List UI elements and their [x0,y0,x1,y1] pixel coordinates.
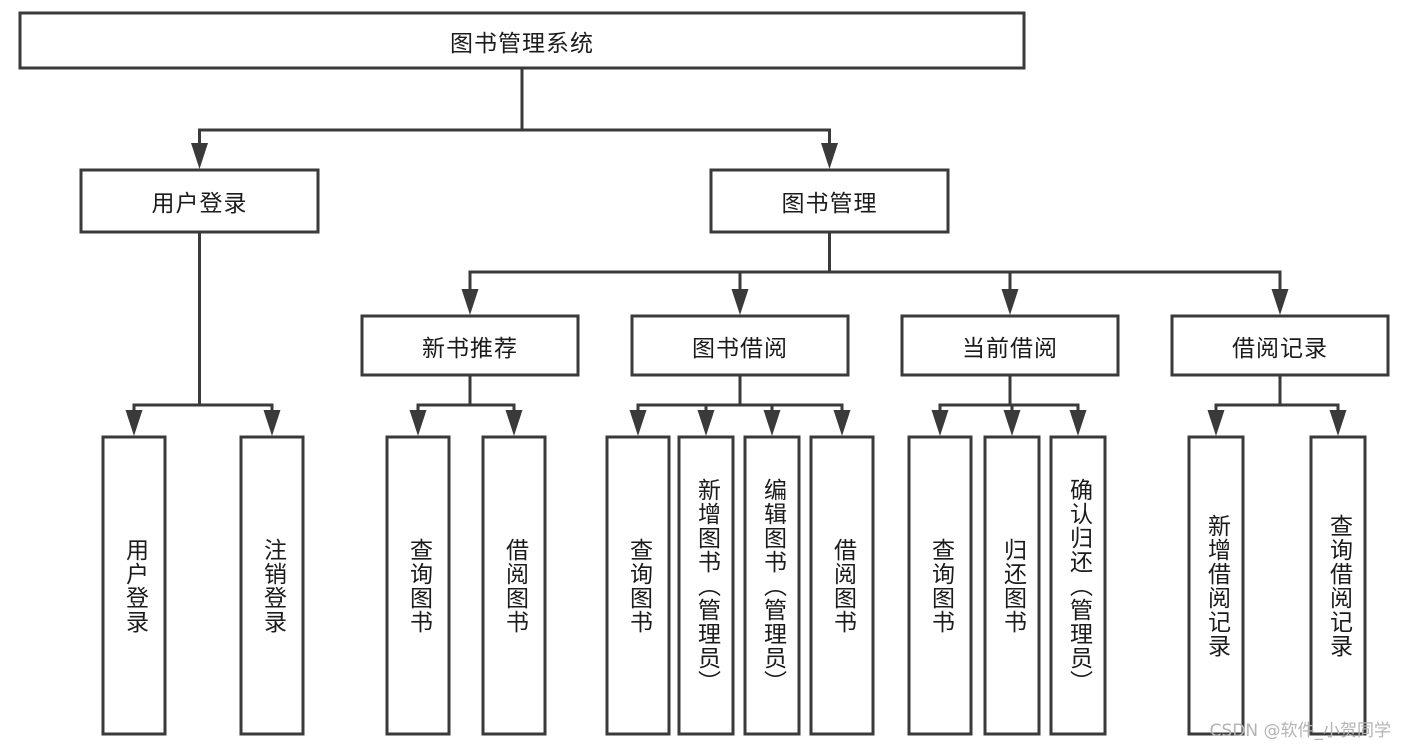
node-box-leaf-user-login[interactable] [101,435,167,736]
node-box-new-book-rec[interactable] [360,314,580,377]
node-box-leaf-return-book[interactable] [983,435,1041,736]
node-box-leaf-add-book[interactable] [677,435,735,736]
node-box-leaf-add-record[interactable] [1187,435,1245,736]
node-box-leaf-user-logout[interactable] [239,435,305,736]
node-box-user-login[interactable] [79,168,320,234]
node-box-leaf-query-record[interactable] [1309,435,1367,736]
node-box-leaf-borrow-book-1[interactable] [481,435,547,736]
node-box-book-manage[interactable] [709,168,950,234]
node-box-leaf-query-book-3[interactable] [907,435,973,736]
node-box-current-borrow[interactable] [900,314,1120,377]
node-box-leaf-query-book-1[interactable] [385,435,451,736]
node-box-leaf-edit-book[interactable] [743,435,801,736]
node-box-leaf-query-book-2[interactable] [605,435,671,736]
node-box-borrow-record[interactable] [1170,314,1390,377]
node-box-leaf-confirm-return[interactable] [1049,435,1107,736]
node-box-book-borrow[interactable] [630,314,850,377]
node-box-leaf-borrow-book-2[interactable] [809,435,875,736]
node-box-root[interactable] [18,11,1026,70]
